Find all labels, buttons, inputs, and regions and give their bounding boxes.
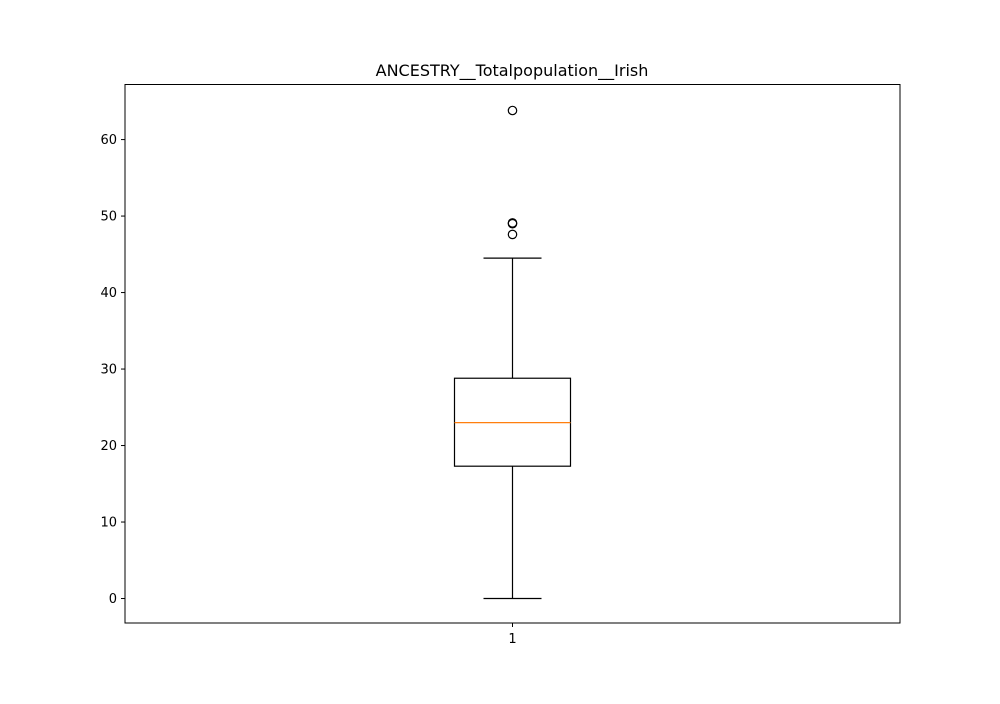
y-tick-label: 10 <box>100 516 117 531</box>
outlier-point <box>507 105 518 116</box>
outlier-point <box>507 229 518 240</box>
y-axis: 0 10 20 30 40 50 60 <box>100 133 125 607</box>
plot-marks <box>453 105 572 600</box>
y-tick-label: 40 <box>100 286 117 301</box>
y-tick-label: 20 <box>100 439 117 454</box>
x-axis: 1 <box>508 623 517 647</box>
outlier-point <box>507 218 518 228</box>
y-tick-label: 30 <box>100 363 117 378</box>
y-tick-label: 50 <box>100 210 117 225</box>
x-tick-label: 1 <box>508 632 516 647</box>
chart-title: ANCESTRY__Totalpopulation__Irish <box>376 61 649 81</box>
y-tick-label: 0 <box>109 592 117 607</box>
y-tick-label: 60 <box>100 133 117 148</box>
